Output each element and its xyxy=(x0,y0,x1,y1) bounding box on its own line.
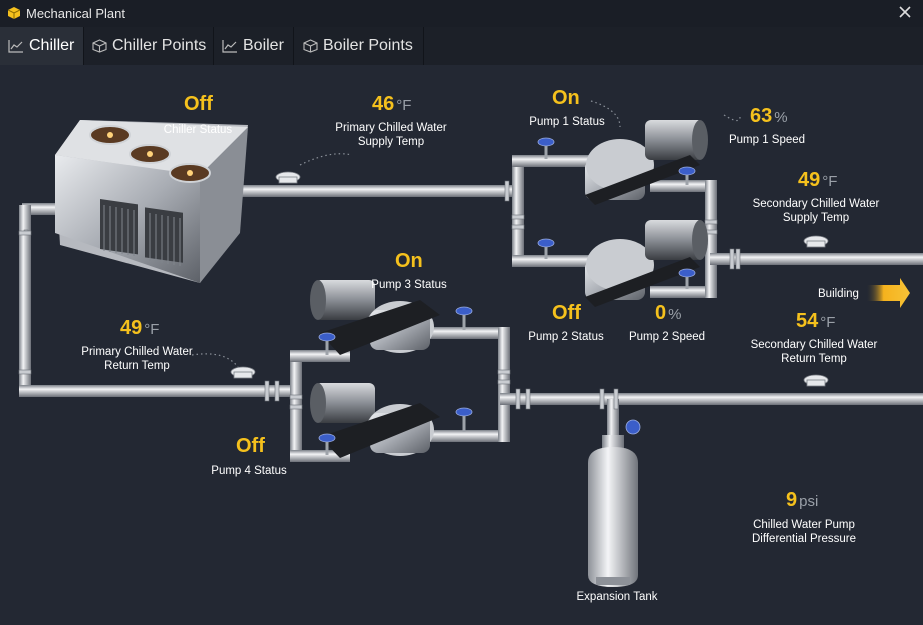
pump2-speed-value: 0% xyxy=(655,302,682,324)
pump1-speed-label: Pump 1 Speed xyxy=(728,134,806,146)
piping-diagram xyxy=(18,100,923,587)
secondary-return-temp-value: 54°F xyxy=(796,310,836,332)
pump4-status-label: Pump 4 Status xyxy=(211,465,287,477)
pump2-status-value: Off xyxy=(552,302,581,324)
cube-icon xyxy=(92,39,107,53)
expansion-tank xyxy=(588,435,638,587)
tab-label: Chiller xyxy=(29,37,75,54)
tab-label: Boiler xyxy=(243,37,284,54)
pump4-status-value: Off xyxy=(236,435,265,457)
primary-supply-temp-value: 46°F xyxy=(372,93,412,115)
pump2-status-label: Pump 2 Status xyxy=(528,331,604,343)
tab-bar: Chiller Chiller Points Boiler Boiler Poi… xyxy=(0,27,923,65)
line-chart-icon xyxy=(222,40,237,53)
pump1-status-label: Pump 1 Status xyxy=(529,116,605,128)
pump-2 xyxy=(585,220,708,307)
pump-3 xyxy=(310,280,440,355)
building-arrow-icon xyxy=(866,278,910,308)
tab-boiler-points[interactable]: Boiler Points xyxy=(303,27,423,65)
tab-chiller-points[interactable]: Chiller Points xyxy=(92,27,213,65)
primary-return-temp-value: 49°F xyxy=(120,317,160,339)
temperature-sensors xyxy=(230,171,829,387)
pump2-speed-label: Pump 2 Speed xyxy=(628,331,706,343)
tab-chiller[interactable]: Chiller xyxy=(0,27,83,65)
leader-lines xyxy=(191,100,741,368)
building-label: Building xyxy=(818,288,859,300)
title-bar: Mechanical Plant xyxy=(0,0,923,28)
window-title: Mechanical Plant xyxy=(26,6,125,21)
mechanical-plant-canvas: Off Chiller Status 46°F Primary Chilled … xyxy=(0,65,923,625)
pump3-status-value: On xyxy=(395,250,423,272)
chiller-status-label: Chiller Status xyxy=(163,124,233,136)
tab-label: Chiller Points xyxy=(112,37,207,54)
close-icon[interactable] xyxy=(896,3,914,21)
pump-4 xyxy=(310,383,440,458)
secondary-supply-temp-value: 49°F xyxy=(798,169,838,191)
pump1-status-value: On xyxy=(552,87,580,109)
chiller-fans xyxy=(89,125,211,183)
cube-app-icon xyxy=(8,7,20,19)
pump3-status-label: Pump 3 Status xyxy=(371,279,447,291)
chiller-unit xyxy=(55,120,248,283)
expansion-tank-label: Expansion Tank xyxy=(576,591,658,603)
chiller-status-value: Off xyxy=(184,93,213,115)
cube-icon xyxy=(303,39,318,53)
tab-label: Boiler Points xyxy=(323,37,413,54)
pump1-speed-value: 63% xyxy=(750,105,788,127)
tab-boiler[interactable]: Boiler xyxy=(222,27,293,65)
line-chart-icon xyxy=(8,40,23,53)
pump-1 xyxy=(585,120,708,205)
